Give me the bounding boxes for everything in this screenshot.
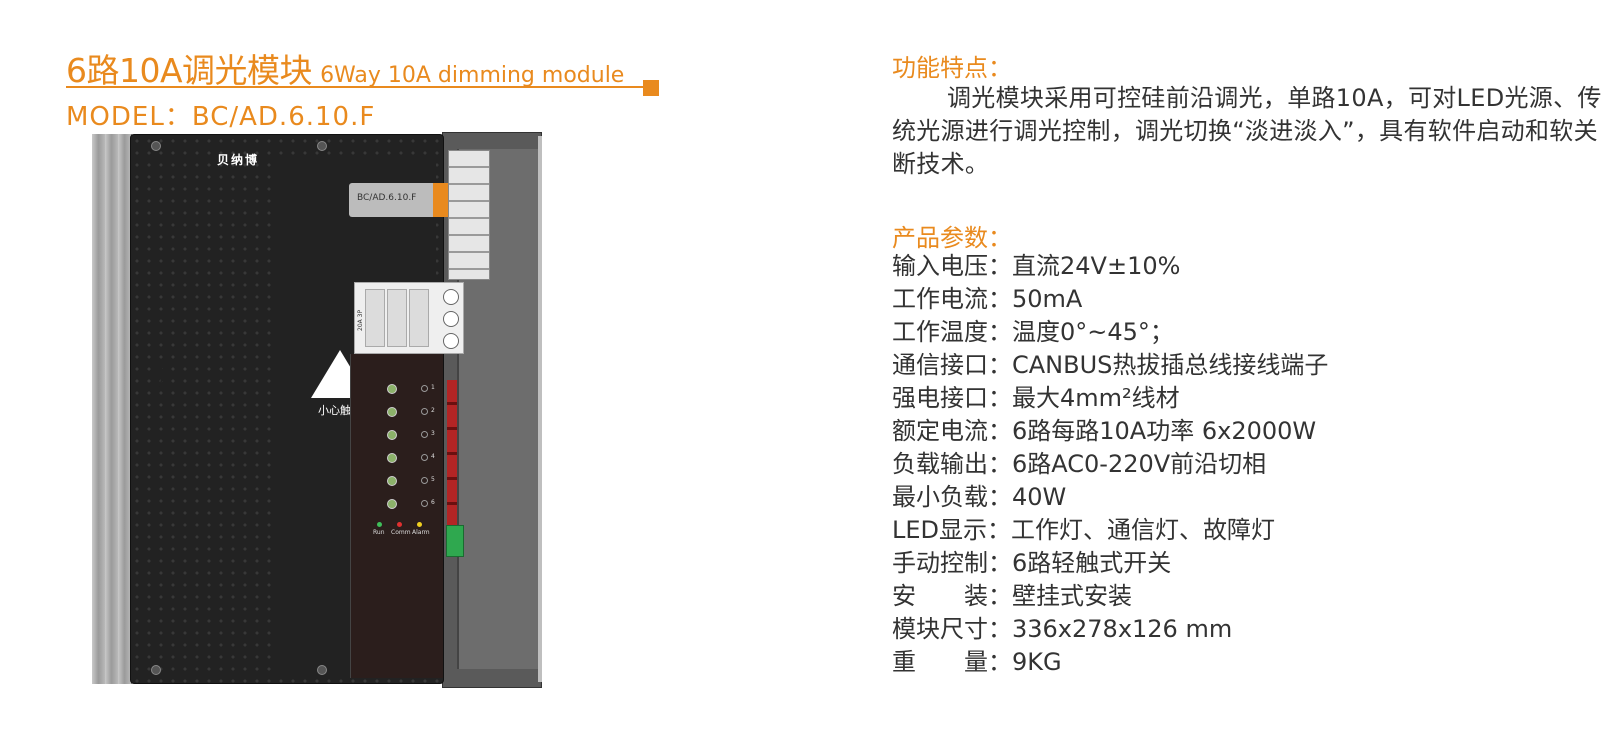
screw [151,665,161,675]
screw [151,141,161,151]
title-underline [66,86,656,88]
control-strip: 1 2 3 4 5 6 Run Comm Alarm [350,354,443,678]
title-en: 6Way 10A dimming module [320,63,625,88]
channel-number: 4 [431,453,435,460]
channel-led [421,408,428,415]
breaker-rating: 20A 3P [357,309,364,331]
param-item: 工作温度：温度0°~45°； [892,318,1174,346]
param-item: 额定电流：6路每路10A功率 6x2000W [892,417,1317,445]
features-heading: 功能特点： [892,54,1012,82]
heatsink-fin [92,134,106,684]
title-cn: 6路10A调光模块 [66,51,313,90]
param-item: 负载输出：6路AC0-220V前沿切相 [892,450,1267,478]
channel-switch[interactable] [387,407,397,417]
lightning-bolt-icon [156,358,168,388]
screw [317,141,327,151]
param-item: 强电接口：最大4mm²线材 [892,384,1180,412]
dimming-module-illustration: 贝纳博 BC/AD.6.10.F B 小心触电 20A 3P 1 2 3 [92,132,552,688]
channel-number: 3 [431,430,435,437]
output-terminals [447,380,457,530]
channel-switch[interactable] [387,384,397,394]
param-item: 输入电压：直流24V±10% [892,252,1181,280]
param-item: 重 量：9KG [892,648,1062,676]
channel-led [421,500,428,507]
channel-switch[interactable] [387,453,397,463]
heatsink-fin [105,134,119,684]
terminal-block [448,150,490,280]
run-led [377,522,382,527]
param-item: 最小负载：40W [892,483,1067,511]
screw [317,665,327,675]
circuit-breaker: 20A 3P [354,282,464,354]
run-led-label: Run [373,529,385,536]
channel-number: 6 [431,499,435,506]
channel-number: 5 [431,476,435,483]
side-edge [538,136,542,682]
param-item: 安 装：壁挂式安装 [892,582,1132,610]
param-item: 工作电流：50mA [892,285,1083,313]
alarm-led [417,522,422,527]
brand-logo: 贝纳博 [217,153,260,167]
param-item: LED显示：工作灯、通信灯、故障灯 [892,516,1276,544]
channel-led [421,454,428,461]
param-item: 手动控制：6路轻触式开关 [892,549,1172,577]
channel-led [421,477,428,484]
comm-led [397,522,402,527]
param-item: 通信接口：CANBUS热拔插总线接线端子 [892,351,1329,379]
channel-led [421,385,428,392]
channel-led [421,431,428,438]
params-heading: 产品参数： [892,224,1012,252]
title-accent-square [643,80,659,96]
channel-switch[interactable] [387,499,397,509]
param-item: 模块尺寸：336x278x126 mm [892,615,1233,643]
channel-switch[interactable] [387,476,397,486]
comm-led-label: Comm [391,529,411,536]
title: 6路10A调光模块 6Way 10A dimming module [66,44,624,92]
channel-number: 1 [431,384,435,391]
canbus-connector [446,525,464,557]
channel-number: 2 [431,407,435,414]
features-text: 调光模块采用可控硅前沿调光，单路10A，可对LED光源、传统光源进行调光控制，调… [892,84,1602,178]
model-number: MODEL：BC/AD.6.10.F [66,102,376,132]
params-list: 输入电压：直流24V±10% 工作电流：50mA 工作温度：温度0°~45°； … [892,250,1328,679]
alarm-led-label: Alarm [412,529,430,536]
label-model-text: BC/AD.6.10.F [357,193,417,203]
channel-switch[interactable] [387,430,397,440]
